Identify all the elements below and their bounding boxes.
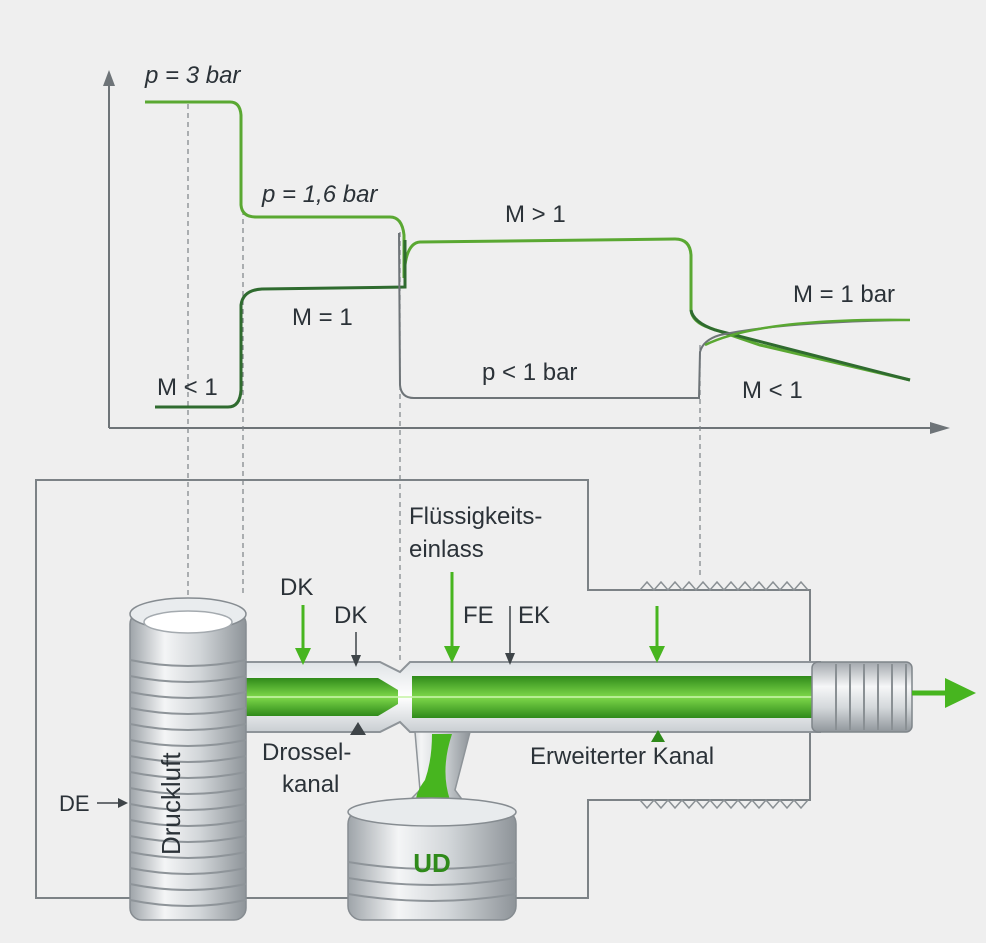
label-p-16bar: p = 1,6 bar xyxy=(261,181,378,208)
label-m-eq1bar: M = 1 bar xyxy=(793,281,895,308)
label-p-3bar: p = 3 bar xyxy=(144,62,241,89)
fe-arrow-icon xyxy=(444,572,460,663)
graph: p = 3 bar p = 1,6 bar M > 1 M = 1 M < 1 … xyxy=(103,62,950,662)
label-fluessigkeitseinlass-2: einlass xyxy=(409,536,484,563)
label-druckluft: Druckluft xyxy=(156,752,186,855)
pressure-curve xyxy=(145,102,910,380)
label-dk-upper: DK xyxy=(280,574,313,601)
y-axis-arrowhead xyxy=(103,70,115,86)
housing-thread-top xyxy=(640,582,808,590)
outlet-arrow-icon xyxy=(912,678,976,708)
x-axis-arrowhead xyxy=(930,422,950,434)
label-drosselkanal-2: kanal xyxy=(282,771,339,798)
ek-arrow-icon xyxy=(505,606,515,665)
housing-thread-bottom xyxy=(640,800,808,808)
label-de: DE xyxy=(59,791,90,816)
label-m-lt1-left: M < 1 xyxy=(157,374,218,401)
label-fe: FE xyxy=(463,602,494,629)
outlet-nozzle xyxy=(812,662,912,732)
label-drosselkanal-1: Drossel- xyxy=(262,739,351,766)
de-arrow-icon xyxy=(97,798,128,808)
device: UD xyxy=(36,480,976,920)
label-ud: UD xyxy=(413,848,451,878)
label-fluessigkeitseinlass-1: Flüssigkeits- xyxy=(409,503,542,530)
label-m-gt1: M > 1 xyxy=(505,201,566,228)
low-pressure-line xyxy=(399,233,910,398)
extended-channel-arrow-icon xyxy=(649,606,665,663)
dk-upper-arrow-icon xyxy=(295,605,311,665)
label-m-eq1: M = 1 xyxy=(292,304,353,331)
label-p-lt1bar: p < 1 bar xyxy=(482,359,577,386)
label-erweiterter-kanal: Erweiterter Kanal xyxy=(530,743,714,770)
label-ek: EK xyxy=(518,602,550,629)
druckluft-cylinder xyxy=(130,598,246,920)
label-dk-lower: DK xyxy=(334,602,367,629)
label-m-lt1-right: M < 1 xyxy=(742,377,803,404)
